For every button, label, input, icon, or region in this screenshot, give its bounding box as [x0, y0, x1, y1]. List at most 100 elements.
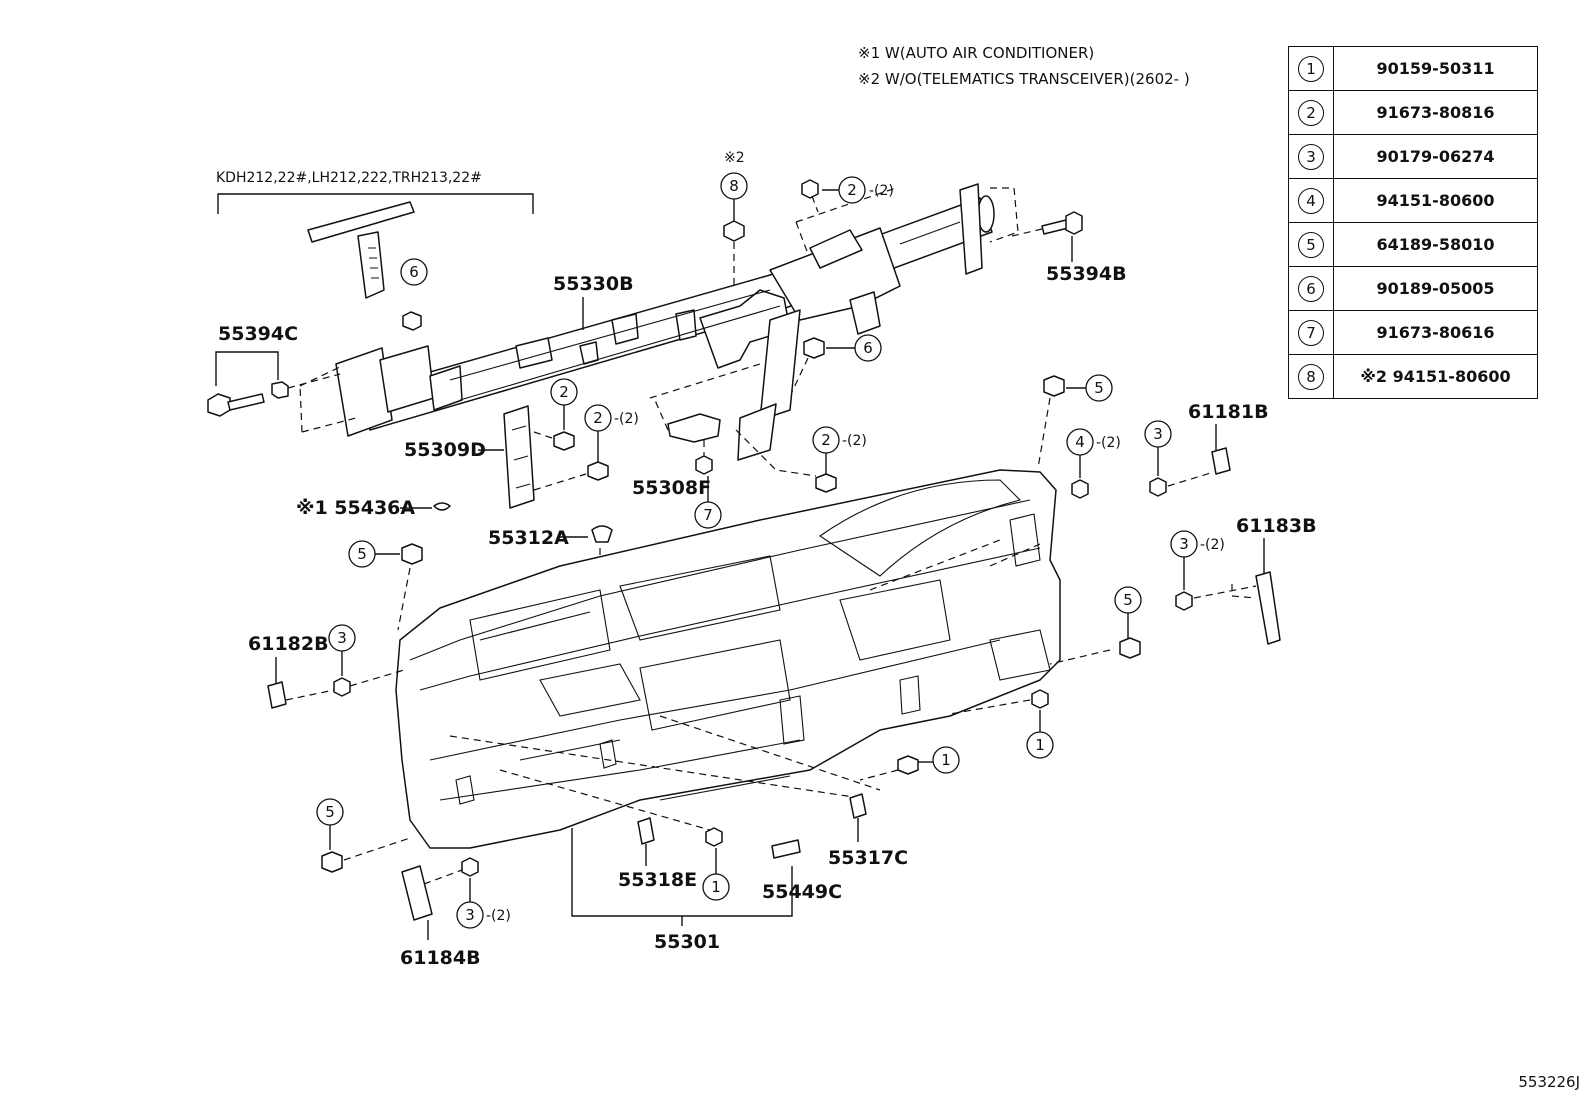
legend-part-number: ※2 94151-80600	[1333, 354, 1538, 399]
callout-3-d[interactable]: 3	[456, 901, 484, 929]
svg-text:3: 3	[465, 906, 475, 924]
svg-text:3: 3	[337, 629, 347, 647]
svg-text:2: 2	[847, 181, 857, 199]
note-2: ※2 W/O(TELEMATICS TRANSCEIVER)(2602- )	[858, 70, 1190, 88]
clip-55312A	[591, 525, 613, 543]
bracket-61182B	[267, 681, 287, 709]
variant-bracket	[217, 193, 534, 214]
callout-5-b[interactable]: 5	[348, 540, 376, 568]
nut-8	[723, 220, 745, 242]
legend-row[interactable]: 6 90189-05005	[1288, 266, 1538, 311]
bolt-2-c	[587, 461, 609, 481]
svg-text:8: 8	[729, 177, 739, 195]
bracket-61183B	[1255, 571, 1281, 645]
nut-3-c	[1175, 591, 1193, 611]
label-55312A: 55312A	[488, 527, 569, 549]
bracket-55308F	[667, 413, 721, 443]
nut-3-a	[1149, 477, 1167, 497]
bolt-5-a	[1043, 375, 1065, 397]
legend-part-number: 64189-58010	[1333, 222, 1538, 267]
pad-55436A	[433, 502, 451, 511]
svg-text:2: 2	[821, 431, 831, 449]
svg-text:6: 6	[409, 263, 419, 281]
note-1: ※1 W(AUTO AIR CONDITIONER)	[858, 44, 1094, 62]
callout-2-d[interactable]: 2	[812, 426, 840, 454]
callout-2-a[interactable]: 2	[838, 176, 866, 204]
legend-row[interactable]: 4 94151-80600	[1288, 178, 1538, 223]
legend-row[interactable]: 7 91673-80616	[1288, 310, 1538, 355]
svg-text:1: 1	[711, 878, 721, 896]
callout-6-a[interactable]: 6	[400, 258, 428, 286]
callout-5-d[interactable]: 5	[316, 798, 344, 826]
callout-3-c-qty: -(2)	[1200, 537, 1225, 553]
svg-text:5: 5	[1094, 379, 1104, 397]
legend-key: 8	[1298, 363, 1324, 390]
label-55436A: ※1 55436A	[296, 497, 415, 519]
svg-text:5: 5	[1123, 591, 1133, 609]
callout-1-a[interactable]: 1	[1026, 731, 1054, 759]
legend-key: 4	[1298, 187, 1324, 214]
legend-part-number: 91673-80616	[1333, 310, 1538, 355]
instrument-panel-reinforcement	[335, 183, 995, 461]
svg-text:3: 3	[1153, 425, 1163, 443]
callout-3-b[interactable]: 3	[328, 624, 356, 652]
dashed-guide-panel	[449, 539, 1041, 831]
callout-2-c[interactable]: 2	[584, 404, 612, 432]
nut-part	[402, 311, 422, 331]
legend-part-number: 90189-05005	[1333, 266, 1538, 311]
svg-text:5: 5	[357, 545, 367, 563]
callout-2-b[interactable]: 2	[550, 378, 578, 406]
label-55330B: 55330B	[553, 273, 634, 295]
legend-row[interactable]: 8 ※2 94151-80600	[1288, 354, 1538, 399]
svg-text:5: 5	[325, 803, 335, 821]
bolt-2-d	[815, 473, 837, 493]
bracket-55309D	[503, 405, 535, 509]
callout-5-a[interactable]: 5	[1085, 374, 1113, 402]
svg-text:1: 1	[1035, 736, 1045, 754]
legend-key: 3	[1298, 143, 1324, 170]
callout-6-b[interactable]: 6	[854, 334, 882, 362]
bolt-2-b	[553, 431, 575, 451]
nut-3-b	[333, 677, 351, 697]
callout-4[interactable]: 4	[1066, 428, 1094, 456]
callout-2-c-qty: -(2)	[614, 411, 639, 427]
svg-text:6: 6	[863, 339, 873, 357]
label-55317C: 55317C	[828, 847, 908, 869]
label-61183B: 61183B	[1236, 515, 1317, 537]
label-55308F: 55308F	[632, 477, 711, 499]
nut-3-d	[461, 857, 479, 877]
bolt-7	[695, 455, 713, 475]
legend-key: 6	[1298, 275, 1324, 302]
callout-3-a[interactable]: 3	[1144, 420, 1172, 448]
nut-4	[1071, 479, 1089, 499]
callout-1-c[interactable]: 1	[702, 873, 730, 901]
legend-part-number: 94151-80600	[1333, 178, 1538, 223]
clip-6	[803, 337, 825, 359]
label-55449C: 55449C	[762, 881, 842, 903]
callout-7[interactable]: 7	[694, 501, 722, 529]
callout-1-b[interactable]: 1	[932, 746, 960, 774]
callout-8[interactable]: 8	[720, 172, 748, 200]
bracket-61181B	[1211, 447, 1231, 475]
label-61182B: 61182B	[248, 633, 329, 655]
callout-3-d-qty: -(2)	[486, 908, 511, 924]
legend-key: 7	[1298, 319, 1324, 346]
dashed-guide-right	[795, 187, 1019, 255]
bolt-5-c	[1119, 637, 1141, 659]
bolt-55394B	[1041, 211, 1083, 235]
svg-text:7: 7	[703, 506, 713, 524]
legend-key: 1	[1298, 55, 1324, 82]
variant-bracket-label: KDH212,22#,LH212,222,TRH213,22#	[216, 170, 482, 186]
dashed-guide-2d	[735, 429, 817, 477]
variant-beam-detail	[307, 201, 415, 299]
bolt-5-d	[321, 851, 343, 873]
svg-text:1: 1	[941, 751, 951, 769]
nut-2-top	[801, 179, 819, 199]
callout-5-c[interactable]: 5	[1114, 586, 1142, 614]
callout-3-c[interactable]: 3	[1170, 530, 1198, 558]
